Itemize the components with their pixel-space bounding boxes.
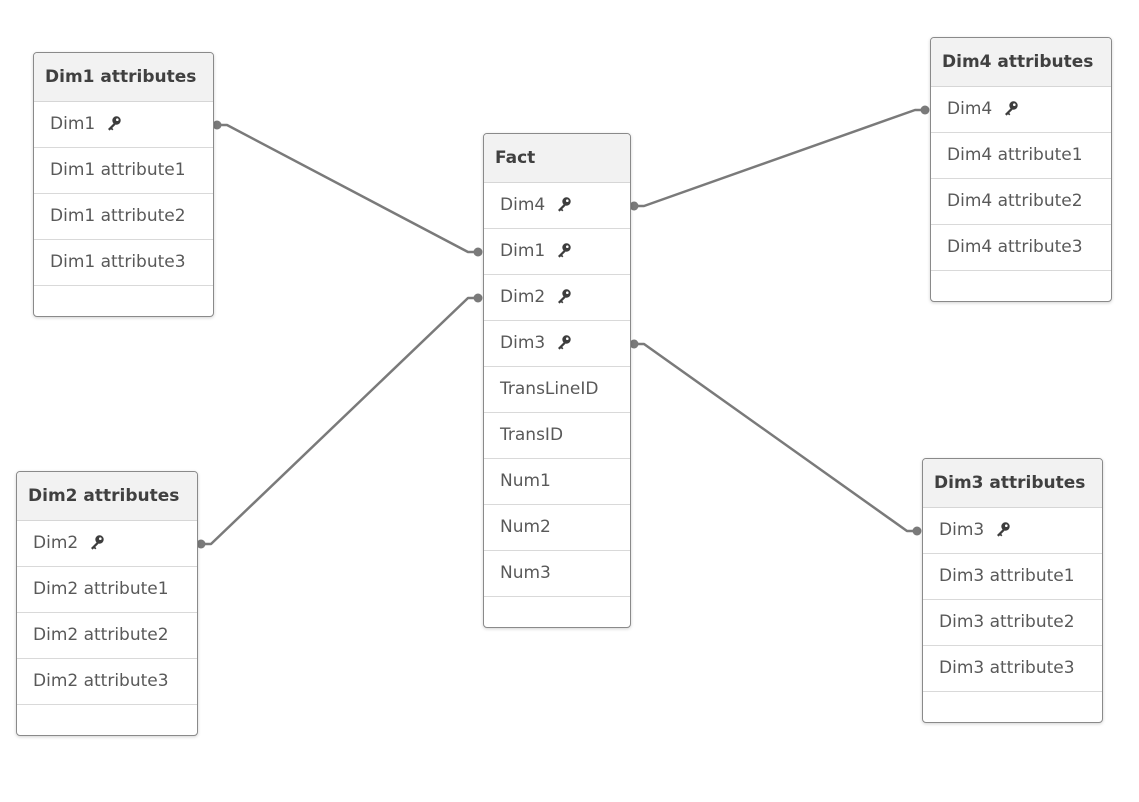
- link-endpoint-dot: [196, 539, 206, 549]
- table-footer: [484, 597, 630, 627]
- key-icon: [555, 324, 573, 350]
- field-name: Dim1 attribute3: [50, 252, 186, 272]
- field-row[interactable]: Dim2 attribute2: [17, 613, 197, 659]
- field-name: Dim3: [939, 520, 985, 540]
- link-endpoint-dot: [473, 293, 483, 303]
- key-icon: [555, 186, 573, 212]
- field-row[interactable]: Dim4: [484, 183, 630, 229]
- association-line: [201, 296, 478, 546]
- key-icon: [88, 524, 106, 550]
- table-title: Dim3 attributes: [923, 459, 1102, 508]
- field-row[interactable]: Dim1: [484, 229, 630, 275]
- field-row[interactable]: Dim4 attribute3: [931, 225, 1111, 271]
- field-name: Dim4 attribute2: [947, 191, 1083, 211]
- field-row[interactable]: Dim3: [923, 508, 1102, 554]
- link-endpoint-dot: [920, 105, 930, 115]
- table-footer: [34, 286, 213, 316]
- field-name: Dim3 attribute3: [939, 658, 1075, 678]
- table-title: Dim2 attributes: [17, 472, 197, 521]
- field-row[interactable]: Dim1 attribute1: [34, 148, 213, 194]
- link-endpoint-dot: [912, 526, 922, 536]
- field-row[interactable]: Dim2: [17, 521, 197, 567]
- field-row[interactable]: Num3: [484, 551, 630, 597]
- field-name: Num2: [500, 517, 551, 537]
- field-name: Num3: [500, 563, 551, 583]
- field-row[interactable]: TransID: [484, 413, 630, 459]
- field-name: Dim4: [947, 99, 993, 119]
- field-name: Dim1: [50, 114, 96, 134]
- field-row[interactable]: Dim3 attribute2: [923, 600, 1102, 646]
- table-title: Fact: [484, 134, 630, 183]
- link-endpoint-dot: [629, 201, 639, 211]
- key-icon: [1002, 90, 1020, 116]
- association-line: [217, 123, 478, 254]
- field-row[interactable]: Dim1 attribute2: [34, 194, 213, 240]
- table-title: Dim1 attributes: [34, 53, 213, 102]
- link-endpoint-dot: [212, 120, 222, 130]
- field-name: Dim3: [500, 333, 546, 353]
- field-row[interactable]: Dim2 attribute3: [17, 659, 197, 705]
- field-name: Dim3 attribute1: [939, 566, 1075, 586]
- field-name: Num1: [500, 471, 551, 491]
- field-row[interactable]: Dim3 attribute3: [923, 646, 1102, 692]
- key-icon: [555, 232, 573, 258]
- field-row[interactable]: TransLineID: [484, 367, 630, 413]
- field-name: Dim2: [500, 287, 546, 307]
- field-row[interactable]: Num2: [484, 505, 630, 551]
- field-row[interactable]: Dim4 attribute2: [931, 179, 1111, 225]
- field-row[interactable]: Dim2: [484, 275, 630, 321]
- field-name: Dim1 attribute2: [50, 206, 186, 226]
- field-row[interactable]: Dim2 attribute1: [17, 567, 197, 613]
- link-endpoint-dot: [473, 247, 483, 257]
- table-footer: [17, 705, 197, 735]
- field-name: Dim4 attribute1: [947, 145, 1083, 165]
- field-row[interactable]: Num1: [484, 459, 630, 505]
- field-name: TransID: [500, 425, 564, 445]
- field-row[interactable]: Dim1: [34, 102, 213, 148]
- field-name: Dim4 attribute3: [947, 237, 1083, 257]
- field-row[interactable]: Dim3: [484, 321, 630, 367]
- field-name: Dim2: [33, 533, 79, 553]
- field-row[interactable]: Dim4 attribute1: [931, 133, 1111, 179]
- field-name: Dim2 attribute1: [33, 579, 169, 599]
- key-icon: [994, 511, 1012, 537]
- link-endpoint-dot: [629, 339, 639, 349]
- association-line: [634, 342, 917, 533]
- field-name: Dim2 attribute3: [33, 671, 169, 691]
- field-name: Dim3 attribute2: [939, 612, 1075, 632]
- key-icon: [105, 105, 123, 131]
- table-title: Dim4 attributes: [931, 38, 1111, 87]
- field-row[interactable]: Dim1 attribute3: [34, 240, 213, 286]
- field-row[interactable]: Dim3 attribute1: [923, 554, 1102, 600]
- association-line: [634, 108, 925, 208]
- field-name: Dim1: [500, 241, 546, 261]
- table-footer: [923, 692, 1102, 722]
- field-name: Dim4: [500, 195, 546, 215]
- field-row[interactable]: Dim4: [931, 87, 1111, 133]
- key-icon: [555, 278, 573, 304]
- field-name: TransLineID: [500, 379, 599, 399]
- table-footer: [931, 271, 1111, 301]
- field-name: Dim2 attribute2: [33, 625, 169, 645]
- field-name: Dim1 attribute1: [50, 160, 186, 180]
